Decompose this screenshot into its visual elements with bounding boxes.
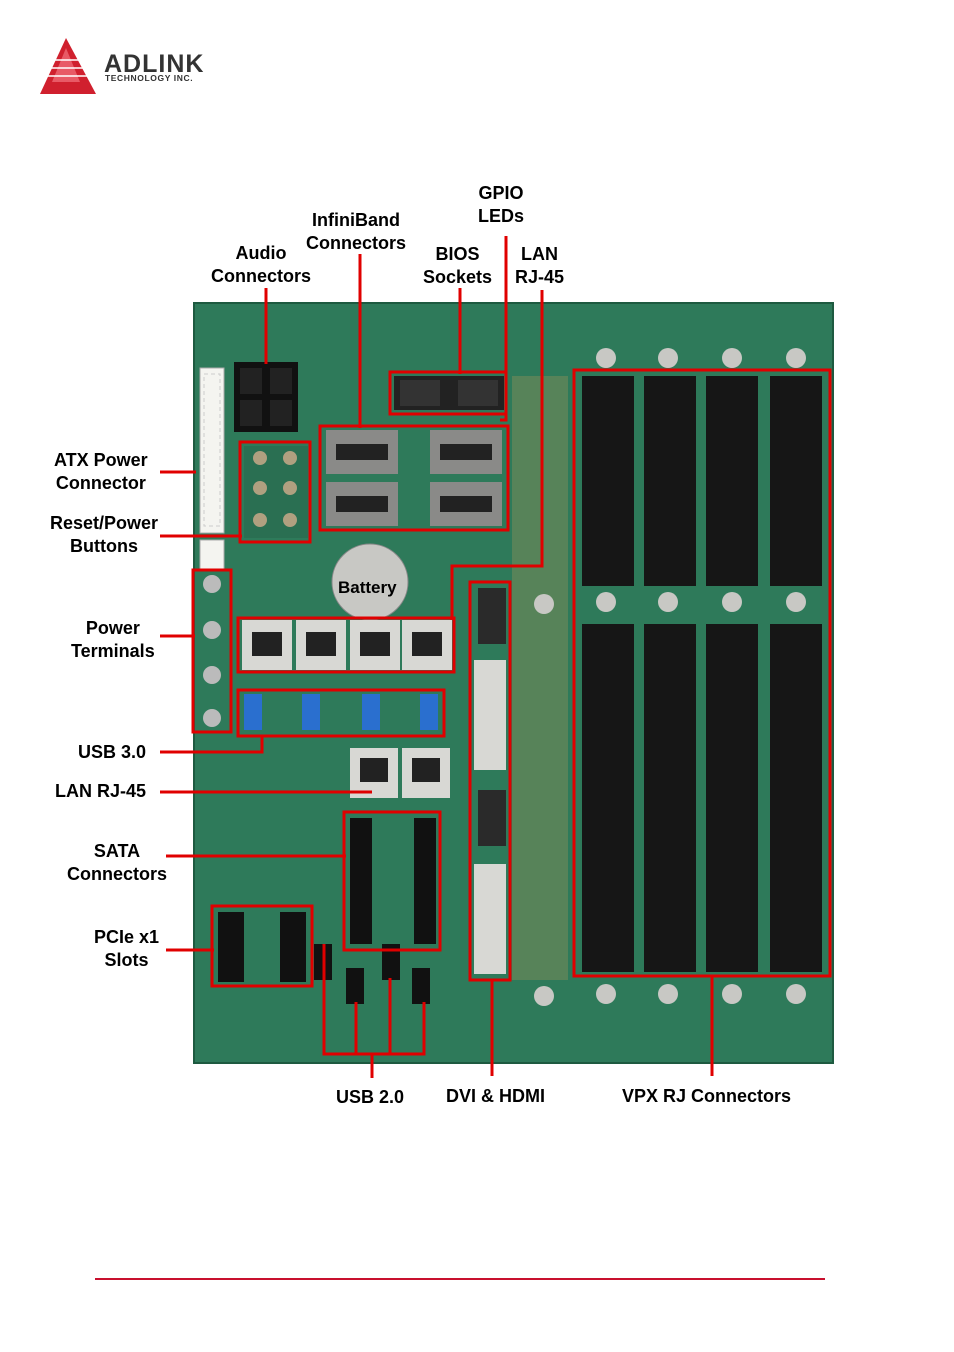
pcie-slots [218, 912, 306, 982]
label-lan-left: LAN RJ-45 [55, 781, 147, 801]
power-terminals [203, 575, 221, 727]
box-sata [342, 810, 442, 952]
box-pcie [210, 904, 314, 988]
label-audio: Audio Connectors [211, 243, 312, 286]
lan-ports-pair [350, 748, 450, 798]
vpx-connectors [582, 376, 822, 972]
label-pcie: PCIe x1 Slots [94, 927, 160, 970]
label-infiniband: InfiniBand Connectors [306, 210, 407, 253]
label-vpx: VPX RJ Connectors [622, 1086, 792, 1106]
label-gpio-leds: GPIO LEDs [478, 183, 525, 226]
footer-rule [95, 1278, 825, 1280]
atx-pins [203, 373, 221, 527]
label-usb30: USB 3.0 [78, 742, 147, 762]
label-power-terminals: Power Terminals [71, 618, 155, 661]
sata-connectors [350, 818, 436, 944]
box-dvi [468, 580, 512, 982]
reset-power-buttons [244, 446, 308, 538]
label-sata: SATA Connectors [67, 841, 168, 884]
mounting-screws [534, 348, 806, 1006]
brand-name: ADLINK [104, 50, 205, 78]
usb20-ports [314, 944, 430, 1004]
label-dvi-hdmi: DVI & HDMI [446, 1086, 545, 1106]
box-infiniband [318, 424, 510, 532]
box-vpx [572, 368, 832, 978]
proto-area [512, 376, 568, 980]
box-usb30 [236, 688, 446, 738]
lan-ports-row [242, 620, 452, 670]
label-bios: BIOS Sockets [423, 244, 493, 287]
label-reset: Reset/Power Buttons [50, 513, 159, 556]
box-reset [238, 440, 312, 544]
box-lan-row [236, 616, 456, 674]
label-battery: Battery [338, 578, 397, 597]
label-atx: ATX Power Connector [54, 450, 148, 493]
dvi-hdmi-ports [474, 588, 506, 974]
callouts [160, 236, 832, 1078]
box-power-terminals [191, 568, 233, 734]
label-lan-top: LAN RJ-45 [515, 244, 565, 287]
infiniband-connectors [326, 430, 502, 526]
label-usb20: USB 2.0 [336, 1087, 405, 1107]
adlink-logo [40, 38, 96, 94]
usb30-ports [244, 694, 438, 730]
brand-sub: TECHNOLOGY INC. [105, 73, 194, 83]
